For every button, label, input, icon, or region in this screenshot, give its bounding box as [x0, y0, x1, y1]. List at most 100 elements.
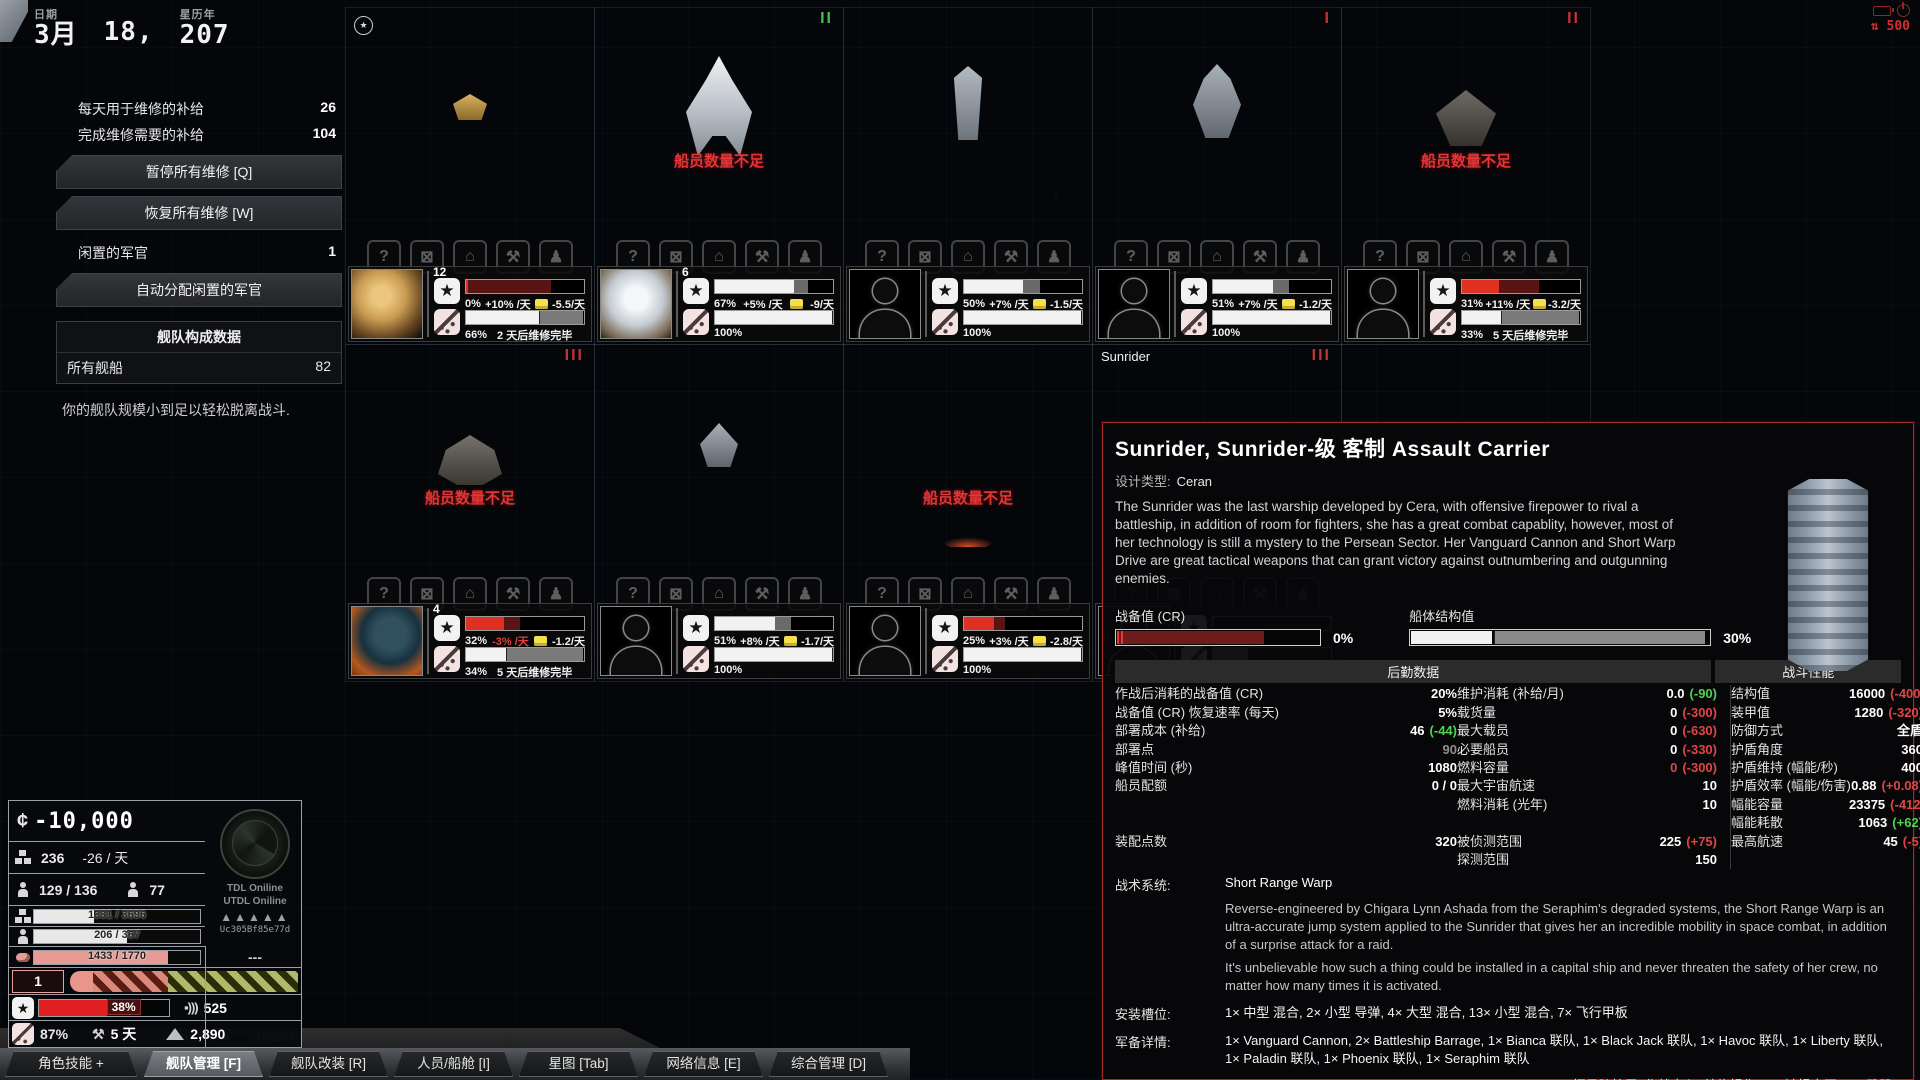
- officer-portrait[interactable]: [600, 606, 672, 676]
- hull-bar: [714, 310, 834, 325]
- cargo-bar-row: 1331 / 3696: [9, 905, 205, 926]
- tab-map[interactable]: 星图 [Tab]: [519, 1051, 638, 1077]
- cr-per-day: -5.5/天: [551, 299, 585, 311]
- crew-row: 129 / 136 77: [9, 873, 205, 905]
- resume-repairs-button[interactable]: 恢复所有维修 [W]: [56, 196, 342, 230]
- cr-percent: 32%: [465, 635, 488, 647]
- stat-value: 0.0(-90): [1666, 686, 1717, 702]
- ship-sprite[interactable]: [438, 435, 502, 485]
- stat-value: 45(-5): [1883, 833, 1920, 849]
- power-icon[interactable]: [1897, 2, 1910, 17]
- tab-character[interactable]: 角色技能 +: [5, 1051, 137, 1077]
- officer-portrait[interactable]: [849, 269, 921, 339]
- repair-button[interactable]: ⚒: [745, 240, 779, 274]
- hull-text-line: 100%: [714, 327, 834, 339]
- fleet-ship-cell[interactable]: II 船员数量不足 ? ⊠ ⌂ ⚒ ♟ ★ 31% +11% /天 -3.2/天: [1341, 7, 1591, 345]
- flagship-icon: ★: [354, 16, 373, 35]
- stat-value: 150: [1695, 851, 1717, 867]
- ship-system-label: 战术系统:: [1115, 878, 1171, 894]
- stat-label: 最高航速: [1731, 833, 1784, 849]
- officer-portrait[interactable]: [849, 606, 921, 676]
- officer-portrait[interactable]: [1098, 269, 1170, 339]
- stat-value: [1717, 740, 1731, 759]
- auto-assign-officers-button[interactable]: 自动分配闲置的军官: [56, 273, 342, 307]
- fleet-ship-cell[interactable]: I ? ⊠ ⌂ ⚒ ♟ ★ 51% +7% /天 -1.2/天: [1092, 7, 1342, 345]
- hull-text-line: 34% 5 天后维修完毕: [465, 664, 585, 680]
- fleet-ship-cell[interactable]: ★ ? ⊠ ⌂ ⚒ ♟ 12 ★ 0% +10% /天 -5.5/天: [345, 7, 595, 345]
- hull-text-line: 100%: [963, 327, 1083, 339]
- stat-value: 1080: [1428, 759, 1457, 775]
- battle-group-numeral: III: [564, 347, 584, 364]
- officer-portrait[interactable]: [1347, 269, 1419, 339]
- ship-status-card: ★ 31% +11% /天 -3.2/天 33% 5 天后维修完毕: [1344, 266, 1588, 342]
- ship-sprite[interactable]: [1193, 64, 1241, 138]
- tab-crew[interactable]: 人员/船舱 [I]: [394, 1051, 513, 1077]
- crew-needed-icon: [783, 636, 797, 646]
- tab-refit[interactable]: 舰队改装 [R]: [269, 1051, 388, 1077]
- battery-icon: [1873, 5, 1894, 16]
- crew-shortage-warning: 船员数量不足: [922, 490, 1013, 507]
- officer-portrait[interactable]: [351, 606, 423, 676]
- crew-needed-icon: [1532, 299, 1546, 309]
- stat-value: 1280(-320): [1854, 704, 1920, 720]
- ship-status-card: ★ 51% +7% /天 -1.2/天 100%: [1095, 266, 1339, 342]
- stat-value: 46(-44): [1410, 723, 1457, 739]
- battle-group-numeral: III: [1311, 347, 1331, 364]
- cr-bar: [465, 616, 585, 631]
- weapons-row: 军备详情: 1× Vanguard Cannon, 2× Battleship …: [1115, 1032, 1901, 1068]
- ship-sprite[interactable]: [1436, 90, 1496, 146]
- disengage-note: 你的舰队规模小到足以轻松脱离战斗.: [62, 402, 290, 418]
- fleet-ship-cell[interactable]: III 船员数量不足 ? ⊠ ⌂ ⚒ ♟ 4 ★ 32% -3% /天 -1.2…: [345, 344, 595, 682]
- credits-value: -10,000: [34, 808, 134, 834]
- stat-value: 0(-300): [1670, 704, 1717, 720]
- officer-portrait[interactable]: [600, 269, 672, 339]
- stat-value: 0 / 0: [1431, 778, 1457, 794]
- stat-value: 225(+75): [1659, 833, 1717, 849]
- stat-value: [1367, 814, 1457, 832]
- cr-bar-value: 0%: [1333, 629, 1354, 646]
- ship-sprite[interactable]: [934, 359, 1002, 547]
- tab-intel[interactable]: 网络信息 [E]: [644, 1051, 763, 1077]
- supplies-rate: -26 / 天: [82, 849, 129, 866]
- stat-value: [1849, 851, 1920, 869]
- ship-sprite[interactable]: [686, 56, 752, 156]
- mounts-value: 1× 中型 混合, 2× 小型 导弹, 4× 大型 混合, 13× 小型 混合,…: [1225, 1004, 1628, 1020]
- cr-text-line: 50% +7% /天 -1.5/天: [963, 296, 1083, 312]
- marines-value: 77: [149, 881, 165, 898]
- cr-rate: +11% /天: [1485, 299, 1531, 311]
- crew-needed-icon: [1032, 299, 1046, 309]
- fleet-composition-box: 舰队构成数据 所有舰船 82: [56, 321, 342, 384]
- tab-fleet[interactable]: 舰队管理 [F]: [144, 1051, 263, 1077]
- ship-sprite[interactable]: [700, 423, 738, 467]
- stat-label: 装配点数: [1115, 833, 1168, 849]
- ship-sprite[interactable]: [453, 94, 487, 120]
- fleet-ship-cell[interactable]: ? ⊠ ⌂ ⚒ ♟ ★ 50% +7% /天 -1.5/天 100%: [843, 7, 1093, 345]
- tab-command[interactable]: 综合管理 [D]: [769, 1051, 888, 1077]
- stat-label: 装甲值: [1731, 704, 1771, 720]
- cr-bar-label: 战备值 (CR): [1115, 609, 1186, 625]
- power-readout-value: ⇅ 500: [1870, 19, 1910, 34]
- cr-per-day: -1.5/天: [1049, 299, 1083, 311]
- fleet-ship-cell[interactable]: II 船员数量不足 ? ⊠ ⌂ ⚒ ♟ 6 ★ 67% +5% /天 -9/天: [594, 7, 844, 345]
- net-status-1: TDL Oniline: [227, 883, 283, 894]
- hull-percent: 100%: [963, 327, 992, 339]
- fleet-ship-cell[interactable]: ? ⊠ ⌂ ⚒ ♟ ★ 51% +8% /天 -1.7/天 100%: [594, 344, 844, 682]
- hull-bar: [465, 647, 585, 662]
- stat-label: 必要船员: [1457, 741, 1510, 757]
- fleet-ship-cell[interactable]: 船员数量不足 ? ⊠ ⌂ ⚒ ♟ ★ 25% +3% /天 -2.8/天: [843, 344, 1093, 682]
- burn-level-bar[interactable]: [70, 970, 298, 992]
- weapons-value: 1× Vanguard Cannon, 2× Battleship Barrag…: [1225, 1032, 1884, 1066]
- pause-repairs-button[interactable]: 暂停所有维修 [Q]: [56, 155, 342, 189]
- officer-portrait[interactable]: [351, 269, 423, 339]
- cr-rate: +10% /天: [485, 299, 531, 311]
- burn-level-value[interactable]: 1: [12, 969, 64, 993]
- cr-text-line: 67% +5% /天 -9/天: [714, 296, 834, 312]
- card-divider: [1423, 271, 1425, 337]
- cr-percent: 51%: [1212, 298, 1235, 310]
- hullmods-value: Short Range Warp, Advanced Ceran Enginee…: [1225, 1077, 1901, 1080]
- hull-repair-icon: [1181, 309, 1207, 335]
- weapons-label: 军备详情:: [1115, 1034, 1171, 1050]
- ship-sprite[interactable]: [953, 66, 983, 140]
- cargo-icon: [13, 910, 33, 923]
- stat-value: [1717, 777, 1731, 796]
